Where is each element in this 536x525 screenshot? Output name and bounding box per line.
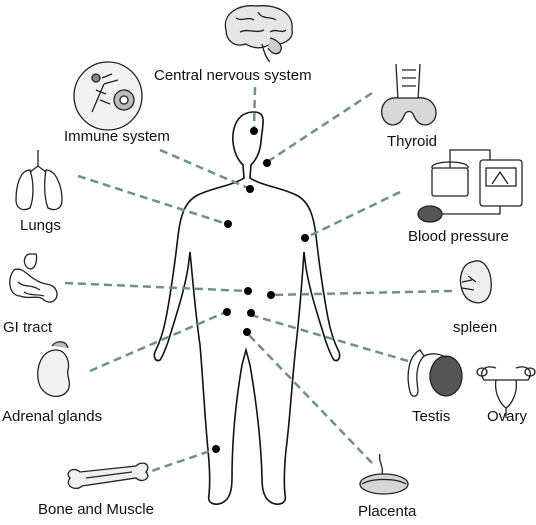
label-blood-pressure: Blood pressure [408, 228, 509, 245]
label-bone: Bone and Muscle [38, 501, 154, 518]
connector-placenta [246, 332, 373, 464]
label-placenta: Placenta [358, 503, 417, 520]
brain-icon [224, 5, 293, 63]
testis-icon [407, 349, 463, 397]
connector-testis [250, 313, 409, 363]
bone-icon [67, 462, 149, 490]
thyroid-icon [381, 63, 437, 126]
blood-pressure-monitor-icon [417, 149, 523, 223]
connector-blood-pressure [304, 190, 401, 240]
stomach-intestine-icon [9, 253, 58, 303]
dot-testis [247, 309, 255, 317]
label-ovary: Ovary [487, 408, 528, 425]
dot-adrenal [223, 308, 231, 316]
dot-thyroid [263, 159, 271, 167]
label-spleen: spleen [453, 319, 498, 336]
immune-cells-icon [73, 61, 143, 131]
lungs-icon [15, 150, 63, 211]
connector-lungs [77, 174, 228, 226]
label-immune: Immune system [64, 128, 170, 145]
dot-lungs [224, 220, 232, 228]
connector-adrenal [89, 310, 227, 373]
placenta-icon [359, 453, 409, 495]
uterus-ovary-icon [476, 366, 536, 418]
adrenal-kidney-icon [37, 341, 71, 397]
connector-cns [252, 86, 257, 131]
label-testis: Testis [412, 408, 451, 425]
spleen-icon [459, 260, 492, 304]
connector-lines [64, 86, 453, 477]
dot-spleen [267, 291, 275, 299]
human-body-outline [153, 111, 341, 505]
label-cns: Central nervous system [154, 67, 312, 84]
label-thyroid: Thyroid [387, 133, 438, 150]
connector-gi [64, 281, 248, 293]
connector-thyroid [266, 91, 373, 164]
dot-gi [244, 287, 252, 295]
dot-immune [246, 185, 254, 193]
dot-bone [212, 445, 220, 453]
dot-blood-pressure [301, 234, 309, 242]
dot-placenta [243, 328, 251, 336]
label-gi: GI tract [3, 319, 53, 336]
dot-cns [250, 127, 258, 135]
label-adrenal: Adrenal glands [2, 408, 103, 425]
connector-bone [139, 447, 217, 477]
connector-spleen [269, 289, 453, 297]
organ-dots [212, 127, 309, 453]
label-lungs: Lungs [20, 217, 61, 234]
connector-immune [159, 148, 249, 190]
